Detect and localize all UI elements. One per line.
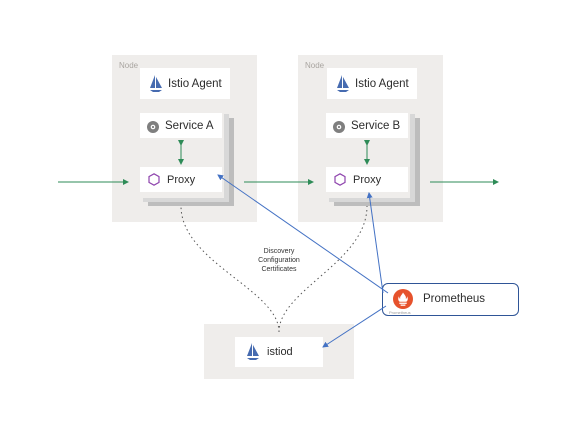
istio-sail-icon (246, 343, 260, 361)
prometheus-box[interactable]: Prometheus Prometheus (382, 283, 519, 316)
node-a-proxy[interactable]: Proxy (140, 167, 222, 192)
node-b-label: Node (305, 61, 325, 70)
prometheus-to-proxy-a (217, 174, 389, 294)
node-a-label: Node (119, 61, 139, 70)
istiod-to-proxy-a (180, 205, 280, 333)
node-b-service-label: Service B (351, 119, 401, 132)
node-b-proxy[interactable]: Proxy (326, 167, 408, 192)
istiod-box[interactable]: istiod (235, 337, 323, 367)
prometheus-to-proxy-b (366, 192, 384, 294)
connection-label-line-3: Certificates (261, 266, 297, 273)
hexagon-icon (148, 173, 160, 186)
node-a-istio-agent: Istio Agent (140, 68, 230, 99)
node-a-istio-agent-label: Istio Agent (168, 77, 222, 90)
node-b-istio-agent: Istio Agent (327, 68, 417, 99)
prometheus-flame-icon (393, 289, 413, 309)
prometheus-to-istiod (322, 305, 387, 348)
connection-label-line-2: Configuration (258, 257, 300, 264)
node-b-service[interactable]: Service B (326, 113, 408, 138)
gear-icon (147, 120, 159, 133)
gear-icon (333, 120, 345, 133)
istio-sail-icon (336, 74, 350, 93)
connection-label-line-1: Discovery (264, 248, 295, 255)
prometheus-sublabel: Prometheus (389, 310, 411, 315)
hexagon-icon (334, 173, 346, 186)
node-a-proxy-label: Proxy (167, 173, 196, 186)
prometheus-label: Prometheus (423, 293, 486, 305)
istio-sail-icon (149, 74, 163, 93)
node-b-proxy-label: Proxy (353, 173, 382, 186)
istiod-label: istiod (267, 346, 293, 358)
node-a-service[interactable]: Service A (140, 113, 222, 138)
node-b-istio-agent-label: Istio Agent (355, 77, 409, 90)
node-a-service-label: Service A (165, 119, 214, 132)
